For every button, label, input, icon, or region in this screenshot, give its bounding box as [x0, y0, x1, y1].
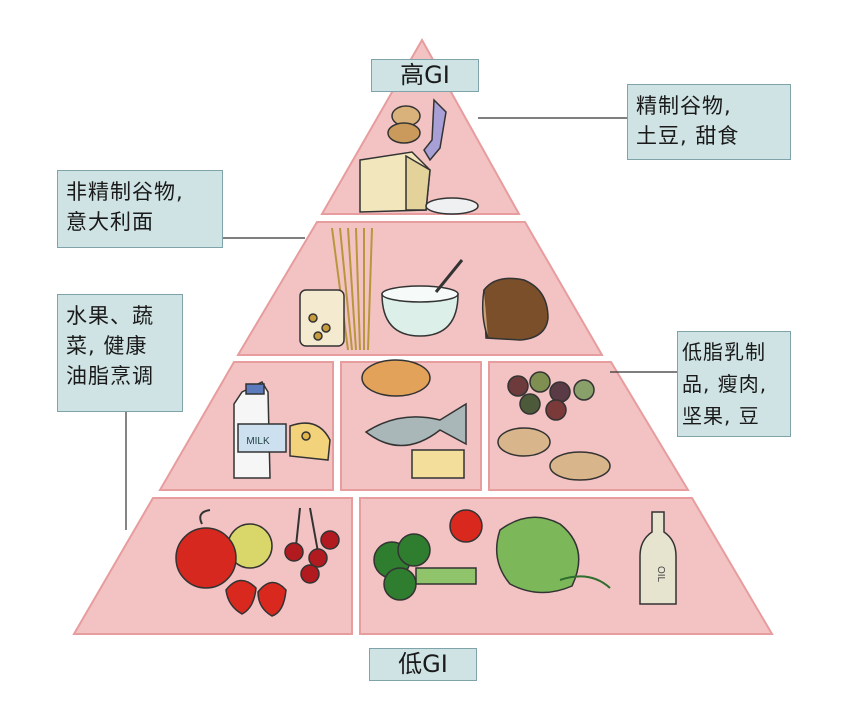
refined-foods-illustration [359, 98, 479, 215]
fruits-illustration [175, 507, 340, 617]
tofu-icon [411, 449, 465, 479]
tomato-icon [449, 509, 483, 543]
callout-line: 精制谷物, [636, 94, 732, 118]
almond-icon [497, 427, 551, 457]
callout-protein-dairy: 低脂乳制 品, 瘦肉, 坚果, 豆 [677, 331, 791, 437]
high-gi-label: 高GI [371, 59, 479, 92]
apple-icon [175, 527, 237, 589]
spoon-icon [434, 259, 464, 293]
callout-line: 土豆, 甜食 [636, 124, 740, 148]
callout-line: 非精制谷物, [66, 180, 184, 204]
vegetables-illustration: OIL [373, 509, 677, 605]
bread-icon [483, 277, 549, 341]
callout-line: 菜, 健康 [66, 334, 148, 358]
low-gi-label: 低GI [369, 648, 477, 681]
callout-unrefined-grains: 非精制谷物, 意大利面 [57, 170, 223, 248]
callout-line: 水果、蔬 [66, 304, 154, 328]
callout-produce-oils: 水果、蔬 菜, 健康 油脂烹调 [57, 294, 183, 412]
strawberry-icon [225, 579, 257, 615]
oil-bottle-icon [639, 511, 677, 605]
oil-label: OIL [655, 566, 666, 583]
callout-line: 意大利面 [66, 210, 154, 234]
cheese-icon [289, 422, 331, 461]
lettuce-icon [495, 516, 580, 594]
tier-third-right [488, 361, 690, 491]
protein-illustration [361, 359, 467, 479]
candy-icon [423, 98, 447, 162]
bowl-icon [381, 293, 459, 337]
chicken-icon [361, 359, 431, 397]
callout-line: 坚果, 豆 [682, 404, 760, 428]
callout-line: 油脂烹调 [66, 364, 154, 388]
nuts-beans-illustration [497, 371, 611, 481]
callout-line: 品, 瘦肉, [682, 372, 768, 396]
callout-refined-grains: 精制谷物, 土豆, 甜食 [627, 84, 791, 160]
cherries-icon [284, 507, 340, 584]
pasta-icon [331, 227, 373, 351]
milk-label: MILK [246, 436, 270, 447]
grain-jar-icon [299, 289, 345, 347]
leader-lines [125, 117, 678, 530]
callout-line: 低脂乳制 [682, 340, 766, 364]
fish-icon [364, 402, 467, 447]
dairy-illustration: MILK [233, 381, 331, 479]
unrefined-grains-illustration [299, 227, 549, 351]
plate-icon [425, 197, 479, 215]
bean-icon [507, 375, 529, 397]
